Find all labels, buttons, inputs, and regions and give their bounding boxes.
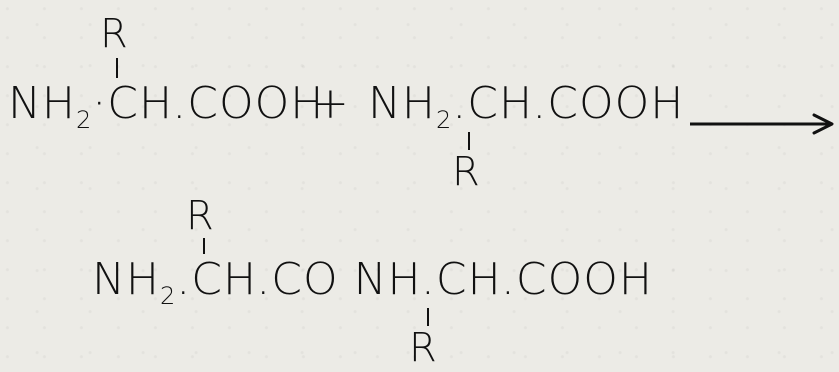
- reactant1-subscript: 2: [76, 106, 93, 134]
- plus-sign: +: [312, 78, 350, 129]
- product-r-bond-top: [203, 238, 205, 254]
- reactant1-r-bond: [116, 58, 118, 78]
- product-r-group-top: R: [186, 193, 215, 239]
- reactant2-r-group: R: [452, 149, 481, 195]
- reactant2-backbone: .CH.COOH: [452, 78, 685, 129]
- reactant1-backbone: ·CH.COOH: [92, 78, 325, 129]
- product-nh: NH: [92, 254, 160, 305]
- reactant2-formula: NH2.CH.COOH: [368, 82, 684, 133]
- product-subscript: 2: [160, 282, 177, 310]
- reactant2-subscript: 2: [436, 106, 453, 134]
- reactant1-r-group: R: [100, 11, 129, 57]
- reactant1-nh: NH: [8, 78, 76, 129]
- product-backbone: .CH.CO NH.CH.COOH: [176, 254, 653, 305]
- reactant2-r-bond: [468, 132, 470, 150]
- product-r-group-bottom: R: [409, 325, 438, 371]
- product-r-bond-bottom: [427, 308, 429, 326]
- reactant2-nh: NH: [368, 78, 436, 129]
- reactant1-formula: NH2·CH.COOH: [8, 82, 324, 133]
- reaction-arrow-icon: [690, 113, 834, 135]
- product-formula: NH2.CH.CO NH.CH.COOH: [92, 258, 653, 309]
